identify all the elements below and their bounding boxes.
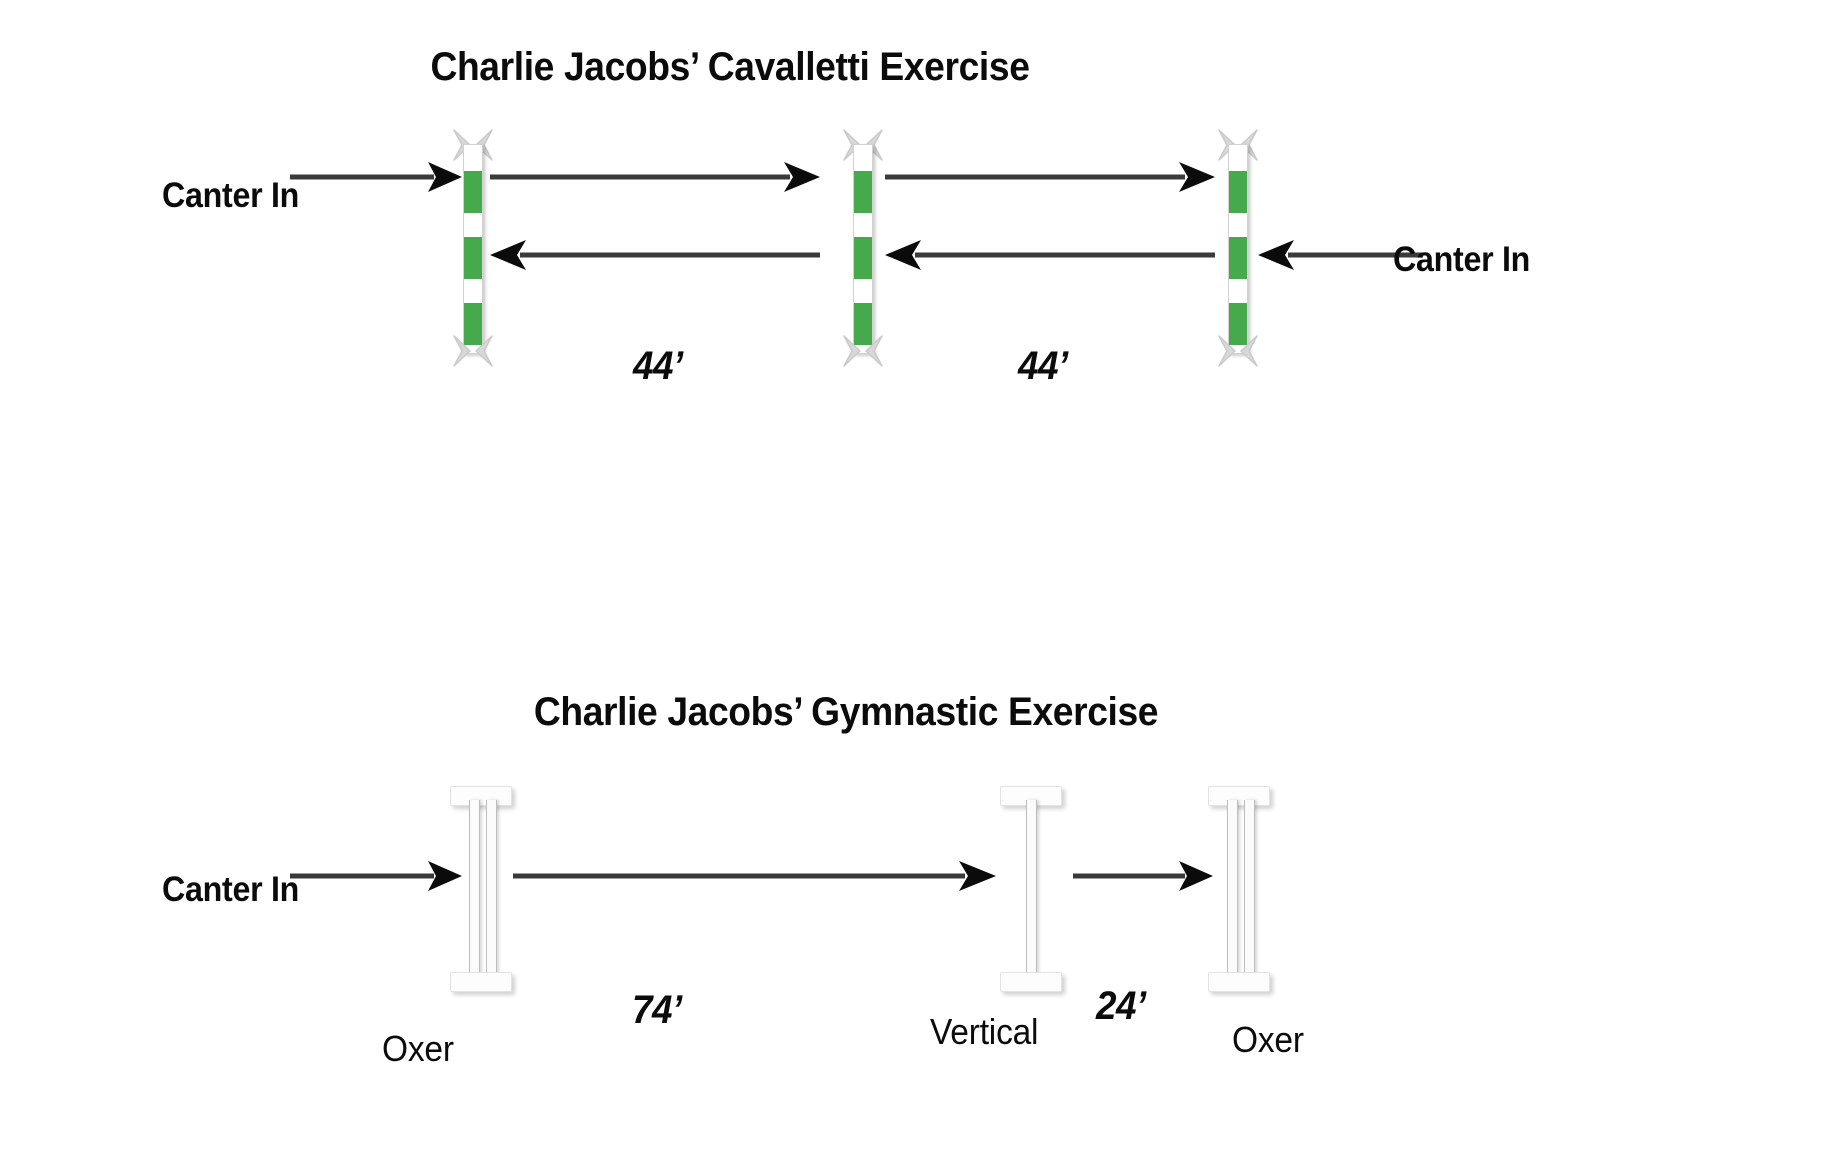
cavalletti-entry-arrow-right	[1258, 240, 1423, 270]
gymnastic-canter-in-left-label: Canter In	[162, 870, 300, 909]
oxer-rail	[486, 800, 497, 980]
cavalletti-pole-3	[1228, 144, 1248, 354]
cavalletti-flow-arrow-right-1	[490, 162, 820, 192]
cavalletti-band	[1229, 237, 1247, 279]
cavalletti-canter-in-left-label: Canter In	[162, 176, 300, 215]
cavalletti-flow-arrow-right-2	[885, 162, 1215, 192]
gymnastic-obstacle-oxer-1	[450, 786, 512, 992]
cavalletti-distance-label-2: 44’	[1018, 344, 1068, 388]
gymnastic-distance-label-1: 74’	[632, 988, 682, 1032]
gymnastic-obstacle-label-vertical: Vertical	[930, 1011, 1039, 1052]
cavalletti-band	[464, 303, 482, 345]
cavalletti-obstacle-2	[840, 128, 886, 368]
oxer-rail	[1227, 800, 1238, 980]
cavalletti-cross-standard-top-icon	[453, 129, 493, 161]
vertical-bottom-cap	[1000, 972, 1062, 992]
oxer-bottom-cap	[1208, 972, 1270, 992]
cavalletti-obstacle-1	[450, 128, 496, 368]
oxer-rail	[1244, 800, 1255, 980]
cavalletti-cross-standard-top-icon	[843, 129, 883, 161]
oxer-rail	[469, 800, 480, 980]
cavalletti-title: Charlie Jacobs’ Cavalletti Exercise	[430, 45, 1030, 89]
cavalletti-cross-standard-bottom-icon	[1218, 335, 1258, 367]
vertical-rail	[1026, 800, 1037, 980]
gymnastic-flow-arrow-2	[1073, 861, 1213, 891]
cavalletti-band	[854, 237, 872, 279]
oxer-top-cap	[1208, 786, 1270, 806]
oxer-top-cap	[450, 786, 512, 806]
gymnastic-obstacle-label-oxer-1: Oxer	[382, 1028, 454, 1069]
cavalletti-band	[1229, 303, 1247, 345]
cavalletti-flow-arrow-left-2	[885, 240, 1215, 270]
gymnastic-obstacle-vertical	[1000, 786, 1062, 992]
cavalletti-band	[464, 237, 482, 279]
cavalletti-obstacle-3	[1215, 128, 1261, 368]
gymnastic-flow-arrow-1	[513, 861, 996, 891]
cavalletti-distance-label-1: 44’	[633, 344, 683, 388]
cavalletti-cross-standard-bottom-icon	[843, 335, 883, 367]
cavalletti-entry-arrow-left	[290, 162, 462, 192]
gymnastic-title: Charlie Jacobs’ Gymnastic Exercise	[533, 690, 1159, 734]
gymnastic-obstacle-label-oxer-2: Oxer	[1232, 1019, 1304, 1060]
cavalletti-pole-2	[853, 144, 873, 354]
cavalletti-band	[1229, 171, 1247, 213]
gymnastic-obstacle-oxer-2	[1208, 786, 1270, 992]
gymnastic-entry-arrow	[290, 861, 462, 891]
cavalletti-canter-in-right-label: Canter In	[1393, 240, 1531, 279]
cavalletti-pole-1	[463, 144, 483, 354]
cavalletti-cross-standard-top-icon	[1218, 129, 1258, 161]
gymnastic-distance-label-2: 24’	[1096, 984, 1146, 1028]
cavalletti-band	[854, 303, 872, 345]
cavalletti-band	[854, 171, 872, 213]
oxer-bottom-cap	[450, 972, 512, 992]
cavalletti-flow-arrow-left-1	[490, 240, 820, 270]
cavalletti-cross-standard-bottom-icon	[453, 335, 493, 367]
cavalletti-band	[464, 171, 482, 213]
